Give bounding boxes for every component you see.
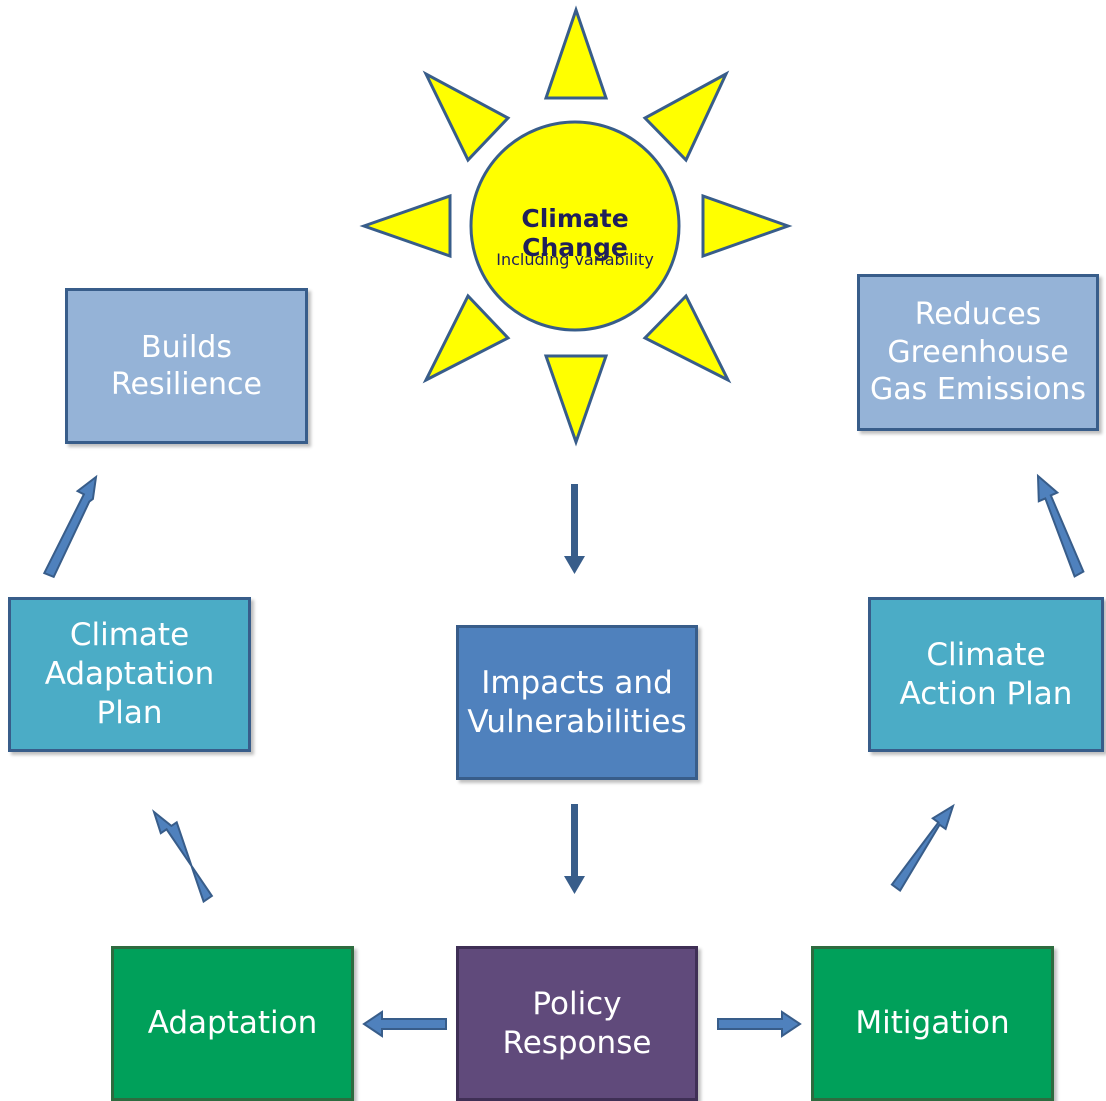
- impacts-vulnerabilities-label: Impacts and Vulnerabilities: [467, 664, 687, 740]
- climate-action-plan-label: Climate Action Plan: [899, 636, 1073, 712]
- sun-ray-left: [359, 193, 452, 259]
- climate-adaptation-plan-label: Climate Adaptation Plan: [44, 617, 215, 731]
- sun-disc: [469, 120, 681, 332]
- mitigation-box: Mitigation: [811, 946, 1054, 1101]
- sun-ray-top-left: [422, 70, 511, 163]
- builds-resilience-label: Builds Resilience: [110, 329, 262, 403]
- impacts-vulnerabilities-box: Impacts and Vulnerabilities: [456, 625, 698, 780]
- arrow-impacts-to-policy: [564, 804, 585, 894]
- policy-response-box: Policy Response: [456, 946, 698, 1101]
- arrow-plan-to-resilience: [42, 474, 98, 579]
- sun-ray-top-right: [642, 70, 730, 163]
- arrow-policy-to-mitigation: [717, 1010, 802, 1038]
- arrow-mitigation-to-action-plan: [890, 803, 955, 893]
- sun-ray-top: [543, 5, 609, 100]
- sun-ray-bottom: [543, 354, 609, 447]
- arrow-action-plan-to-emissions: [1036, 473, 1085, 578]
- sun-title: Climate Change: [521, 204, 629, 262]
- flow-arrows: [564, 484, 585, 894]
- sun-ray-bottom-right: [642, 293, 732, 384]
- adaptation-box: Adaptation: [111, 946, 354, 1101]
- reduces-emissions-box: Reduces Greenhouse Gas Emissions: [857, 274, 1099, 431]
- policy-response-label: Policy Response: [502, 985, 652, 1061]
- builds-resilience-box: Builds Resilience: [65, 288, 308, 444]
- climate-adaptation-plan-box: Climate Adaptation Plan: [8, 597, 251, 752]
- climate-action-plan-box: Climate Action Plan: [868, 597, 1104, 752]
- arrow-policy-to-adaptation: [362, 1010, 447, 1038]
- sun-icon: [359, 5, 793, 447]
- sun-ray-bottom-left: [422, 293, 511, 384]
- sun-ray-right: [701, 193, 793, 259]
- adaptation-label: Adaptation: [147, 1005, 318, 1042]
- arrow-sun-to-impacts: [564, 484, 585, 574]
- reduces-emissions-label: Reduces Greenhouse Gas Emissions: [870, 297, 1086, 408]
- mitigation-label: Mitigation: [855, 1005, 1010, 1042]
- sun-subtitle: Including variability: [496, 250, 654, 269]
- arrow-adaptation-to-plan: [152, 809, 214, 904]
